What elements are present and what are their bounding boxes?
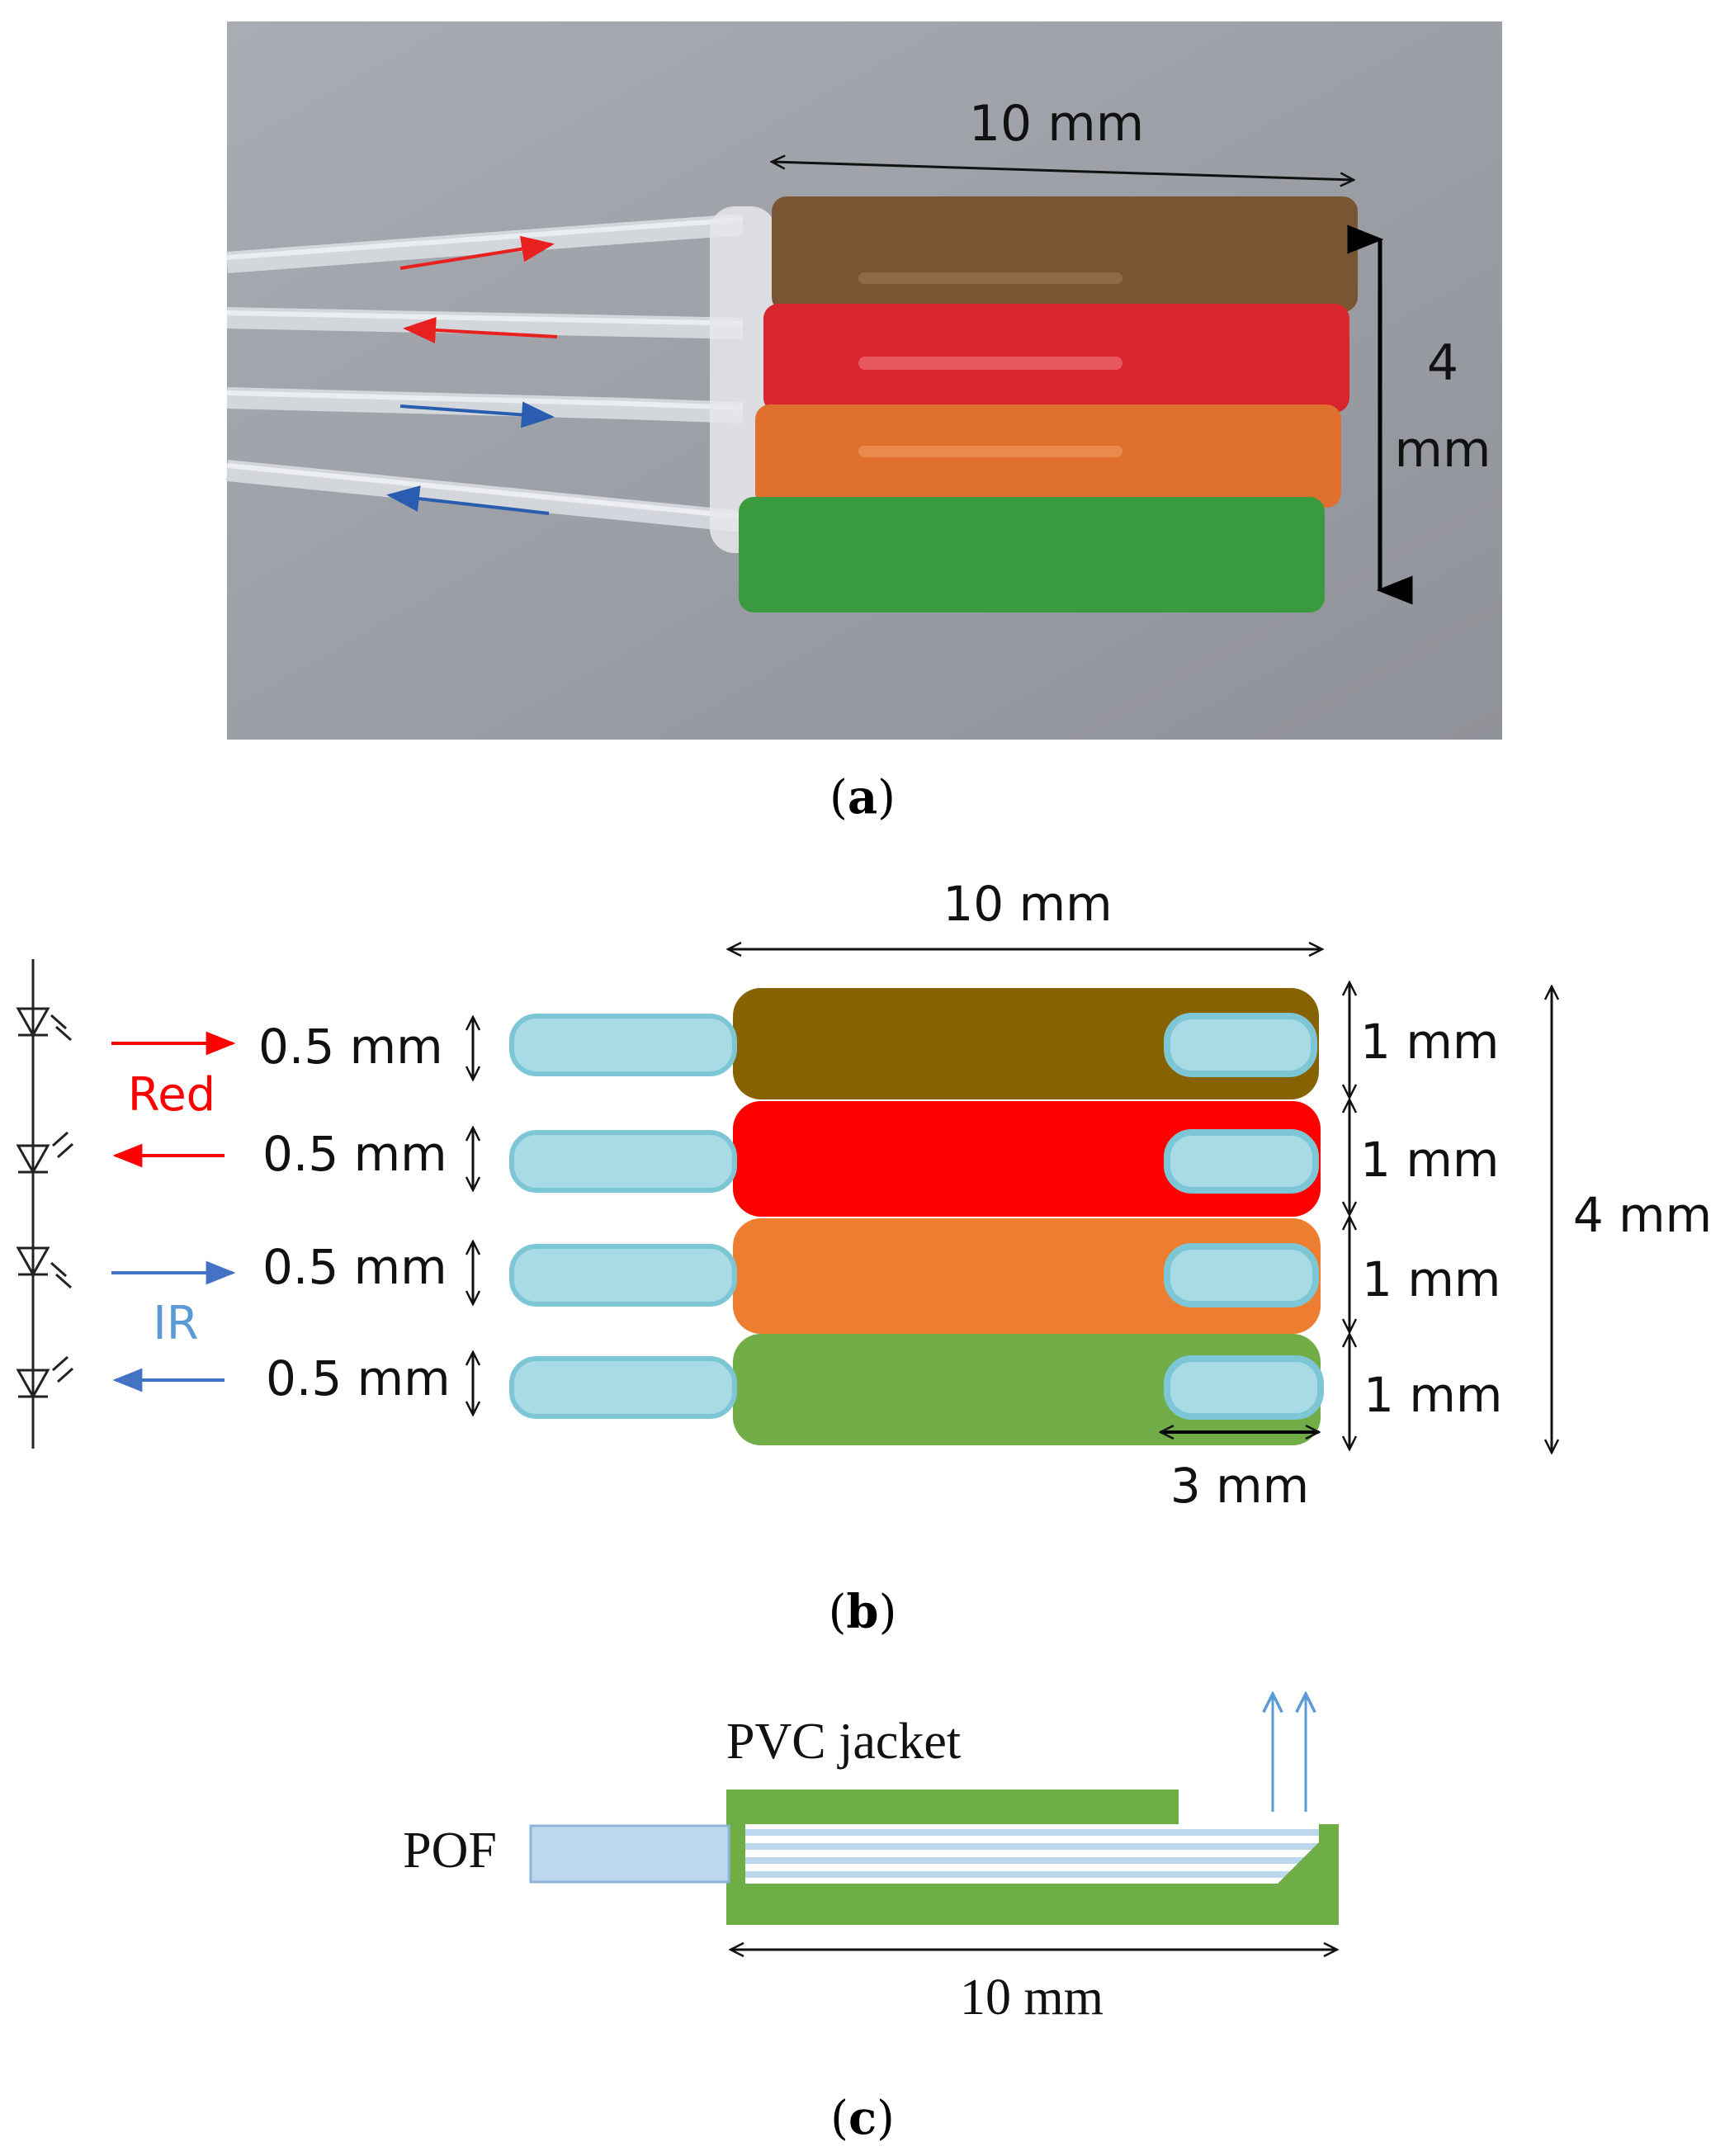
segment-label: 3 mm bbox=[1170, 1458, 1309, 1514]
fiber-input-4 bbox=[509, 1356, 737, 1419]
layer-label-3: 1 mm bbox=[1362, 1251, 1501, 1307]
total-height-label: 4 mm bbox=[1573, 1187, 1712, 1243]
fiber-input-2 bbox=[509, 1130, 737, 1193]
red-label: Red bbox=[128, 1068, 215, 1122]
schematic-row-3 bbox=[509, 1218, 1321, 1334]
photodiode-icon-ir bbox=[16, 1355, 73, 1400]
photo-red-arrow-right bbox=[399, 235, 555, 270]
panel-c-cross-section: PVC jacket POF 10 mm bbox=[403, 1694, 1339, 2026]
photo-blue-arrow-left bbox=[386, 485, 550, 515]
photodiode-icon-red bbox=[16, 1131, 73, 1175]
photo-fibers bbox=[225, 214, 744, 532]
fiber-input-1 bbox=[509, 1014, 737, 1076]
photo-width-dimension bbox=[772, 162, 1354, 180]
fiber-label-1: 0.5 mm bbox=[258, 1019, 443, 1075]
jacket-label: PVC jacket bbox=[726, 1714, 961, 1770]
panel-b-schematic: 10 mm 0.5 mm 0.5 mm 0.5 mm bbox=[16, 876, 1712, 1514]
fiber-label-3: 0.5 mm bbox=[262, 1239, 447, 1295]
layer-dimensions: 1 mm 1 mm 1 mm 1 mm bbox=[1349, 982, 1502, 1449]
layer-label-2: 1 mm bbox=[1360, 1132, 1499, 1188]
panel-b-caption: (b) bbox=[829, 1585, 897, 1639]
led-icon-ir bbox=[16, 1246, 72, 1289]
layer-label-4: 1 mm bbox=[1363, 1367, 1502, 1423]
photo-height-label-unit: mm bbox=[1395, 421, 1491, 479]
schematic-row-4 bbox=[509, 1334, 1324, 1445]
schematic-row-2 bbox=[509, 1101, 1321, 1217]
layer-orange bbox=[733, 1218, 1321, 1334]
photo-green-layer bbox=[739, 497, 1325, 612]
pof-fiber bbox=[529, 1824, 730, 1884]
panel-c-caption: (c) bbox=[830, 2091, 895, 2145]
inner-fibers bbox=[745, 1824, 1319, 1884]
led-icon-red bbox=[16, 1007, 72, 1042]
fiber-end-3 bbox=[1164, 1243, 1319, 1307]
layer-label-1: 1 mm bbox=[1360, 1014, 1499, 1070]
fiber-end-4 bbox=[1164, 1355, 1324, 1420]
fiber-end-1 bbox=[1164, 1013, 1317, 1077]
photo-height-label-number: 4 bbox=[1427, 334, 1458, 392]
fiber-diameter-labels: 0.5 mm 0.5 mm 0.5 mm 0.5 mm bbox=[258, 1017, 473, 1415]
layer-green bbox=[733, 1334, 1321, 1445]
fiber-label-4: 0.5 mm bbox=[266, 1350, 451, 1407]
schematic-width-label: 10 mm bbox=[943, 876, 1112, 932]
ir-label: IR bbox=[153, 1297, 198, 1350]
pof-label: POF bbox=[403, 1823, 497, 1879]
photo-brown-layer bbox=[772, 196, 1358, 312]
diode-column bbox=[16, 959, 73, 1449]
layer-brown bbox=[733, 988, 1319, 1099]
photo-width-label: 10 mm bbox=[969, 95, 1144, 153]
photo-blue-arrow-right bbox=[399, 401, 555, 428]
layer-red bbox=[733, 1101, 1321, 1217]
fiber-label-2: 0.5 mm bbox=[262, 1126, 447, 1182]
schematic-row-1 bbox=[509, 988, 1319, 1099]
fiber-end-2 bbox=[1164, 1129, 1319, 1194]
panel-a-photo: 10 mm 4 mm bbox=[225, 21, 1502, 740]
photo-red-arrow-left bbox=[403, 316, 558, 343]
panel-a-caption: (a) bbox=[829, 770, 896, 825]
fiber-input-3 bbox=[509, 1244, 737, 1307]
cross-section-width-label: 10 mm bbox=[960, 1969, 1104, 2026]
